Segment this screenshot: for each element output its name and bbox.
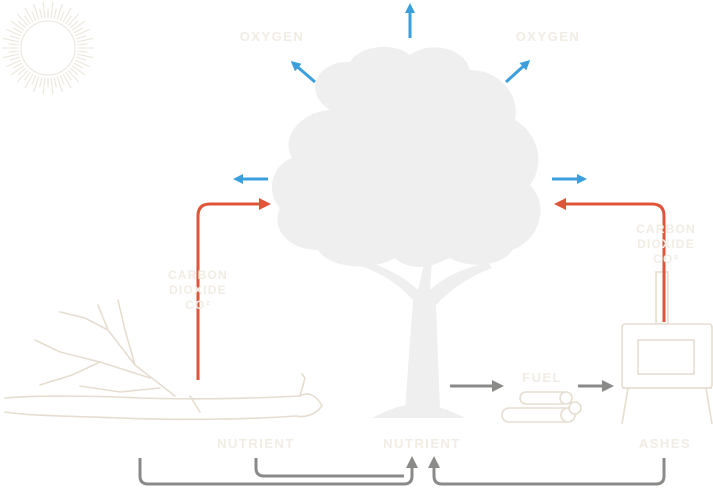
- log-to-tree-loop-outer: [138, 456, 418, 486]
- co2-text-right: CO²: [653, 252, 679, 266]
- dioxide-text-left: DIOXIDE: [169, 283, 227, 297]
- co2-text-left: CO²: [185, 298, 211, 312]
- tree-illustration: [271, 46, 541, 418]
- wood-stove-illustration: [621, 271, 713, 425]
- ashes-to-tree-loop: [428, 456, 666, 486]
- nutrient-label-center: NUTRIENT: [383, 436, 461, 451]
- co2-arrow-right: [554, 198, 666, 322]
- co2-arrow-left: [196, 198, 271, 380]
- co2-arrows: [196, 198, 666, 380]
- fallen-tree-illustration: [4, 299, 323, 421]
- nutrient-flow-arrows: [138, 380, 666, 486]
- co2-label-left: CARBON DIOXIDE CO²: [150, 268, 246, 313]
- carbon-text-left: CARBON: [168, 268, 228, 282]
- co2-label-right: CARBON DIOXIDE CO²: [620, 222, 712, 267]
- oxygen-arrows: [233, 3, 587, 184]
- oxygen-arrow-upper-right: [504, 59, 531, 84]
- carbon-text-right: CARBON: [636, 222, 696, 236]
- sun-icon: [2, 2, 94, 94]
- nutrient-label-left: NUTRIENT: [217, 436, 295, 451]
- oxygen-label-left: OXYGEN: [239, 29, 305, 44]
- log-to-tree-loop-inner: [254, 458, 404, 478]
- fuel-label: FUEL: [522, 370, 562, 385]
- oxygen-label-right: OXYGEN: [515, 29, 581, 44]
- firewood-illustration: [501, 391, 582, 423]
- oxygen-arrow-upper-left: [290, 61, 316, 84]
- ashes-label: ASHES: [638, 436, 692, 451]
- dioxide-text-right: DIOXIDE: [637, 237, 695, 251]
